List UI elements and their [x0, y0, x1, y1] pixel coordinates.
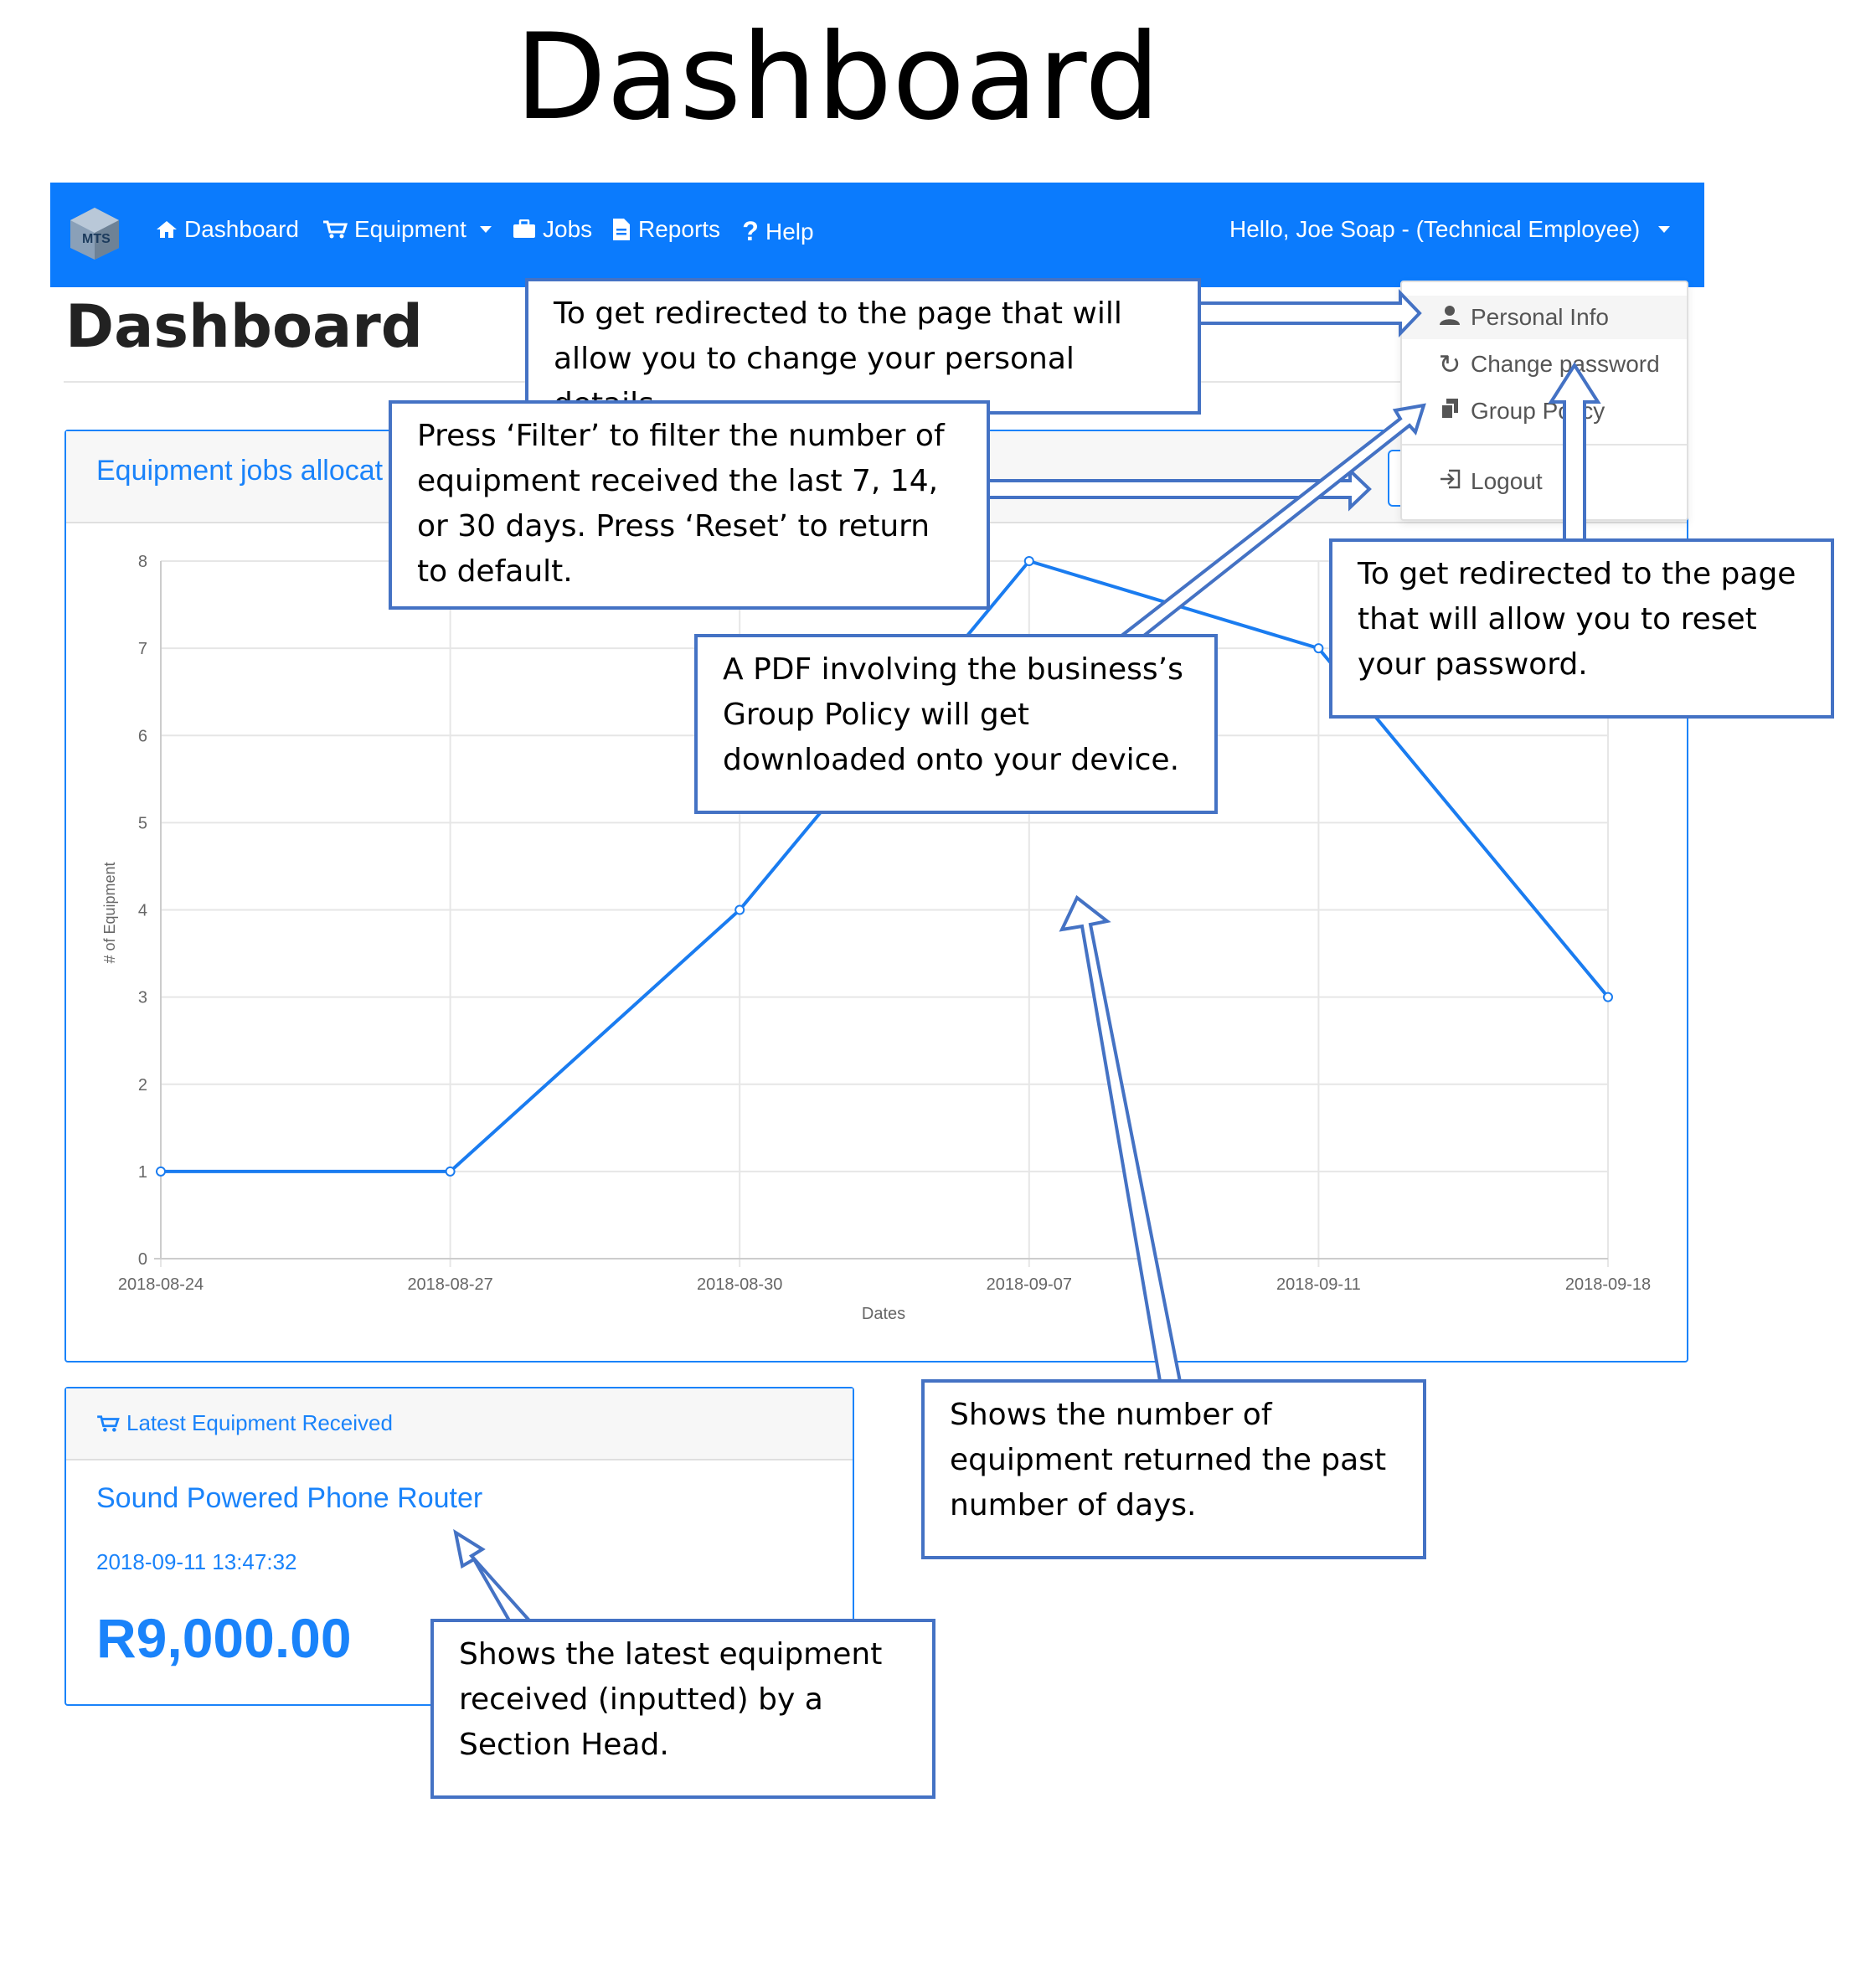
question-icon: ?: [742, 216, 759, 246]
menu-change-password[interactable]: ↻ Change password: [1402, 343, 1687, 386]
arrow-personal-info: [1198, 289, 1422, 337]
navbar: MTS Dashboard Equipment Jobs Reports ? H…: [50, 183, 1704, 287]
nav-dashboard[interactable]: Dashboard: [156, 216, 299, 243]
callout-latest: Shows the latest equipment received (inp…: [430, 1619, 935, 1799]
nav-jobs-label: Jobs: [543, 216, 593, 242]
home-icon: [157, 221, 177, 238]
briefcase-icon: [513, 219, 535, 238]
callout-chart: Shows the number of equipment returned t…: [921, 1379, 1426, 1559]
nav-reports-label: Reports: [638, 216, 721, 242]
refresh-icon: ↻: [1438, 349, 1461, 379]
nav-jobs[interactable]: Jobs: [513, 216, 592, 243]
nav-equipment[interactable]: Equipment: [322, 216, 492, 243]
menu-divider: [1402, 444, 1687, 446]
copy-icon: [1435, 398, 1464, 425]
latest-card-header-row: Latest Equipment Received: [96, 1410, 393, 1436]
menu-group-policy[interactable]: Group Policy: [1402, 389, 1687, 433]
document-icon: [613, 219, 630, 240]
user-icon: [1435, 304, 1464, 332]
nav-equipment-label: Equipment: [354, 216, 466, 242]
nav-dashboard-label: Dashboard: [184, 216, 299, 242]
menu-logout-label: Logout: [1471, 468, 1543, 494]
chart-card-title: Equipment jobs allocat: [96, 455, 384, 487]
menu-change-password-label: Change password: [1471, 351, 1660, 377]
callout-filter: Press ‘Filter’ to filter the number of e…: [389, 400, 990, 610]
menu-logout[interactable]: Logout: [1402, 460, 1687, 503]
nav-help-label: Help: [765, 218, 814, 245]
user-menu-toggle[interactable]: Hello, Joe Soap - (Technical Employee): [1229, 216, 1671, 243]
menu-group-policy-label: Group Policy: [1471, 398, 1605, 424]
latest-card-header: Latest Equipment Received: [66, 1388, 853, 1460]
nav-help[interactable]: ? Help: [742, 216, 814, 247]
cart-icon: [323, 220, 348, 239]
nav-reports[interactable]: Reports: [611, 216, 720, 243]
cart-icon: [97, 1414, 120, 1432]
latest-item-timestamp: 2018-09-11 13:47:32: [96, 1549, 297, 1574]
menu-personal-info-label: Personal Info: [1471, 304, 1609, 330]
logo-text: MTS: [82, 232, 111, 246]
logout-icon: [1435, 468, 1464, 495]
chevron-down-icon: [1658, 226, 1671, 233]
callout-change-password: To get redirected to the page that will …: [1329, 538, 1834, 719]
app-logo[interactable]: MTS: [69, 206, 121, 261]
callout-personal-info: To get redirected to the page that will …: [525, 278, 1201, 421]
dashboard-heading: Dashboard: [65, 292, 423, 361]
menu-personal-info[interactable]: Personal Info: [1402, 296, 1687, 339]
user-dropdown-menu: Personal Info ↻ Change password Group Po…: [1400, 281, 1688, 521]
latest-item-price: R9,000.00: [96, 1607, 352, 1669]
document-title: Dashboard: [514, 8, 1161, 147]
callout-group-policy: A PDF involving the business’s Group Pol…: [694, 634, 1218, 814]
latest-item-name[interactable]: Sound Powered Phone Router: [96, 1482, 483, 1514]
user-greeting: Hello, Joe Soap - (Technical Employee): [1229, 216, 1641, 242]
chevron-down-icon: [479, 226, 492, 233]
latest-card-header-label: Latest Equipment Received: [126, 1410, 393, 1435]
